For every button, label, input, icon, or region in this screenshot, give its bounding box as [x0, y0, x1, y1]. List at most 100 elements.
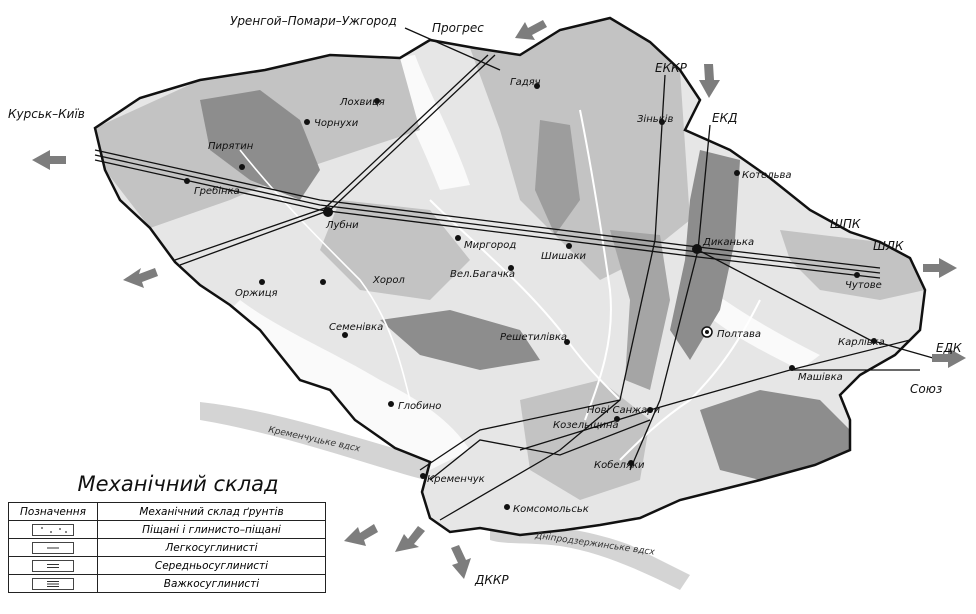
arrow-icon — [923, 258, 957, 278]
soil-zone-medium-loam — [520, 380, 650, 500]
city-label-chornukhy: Чорнухи — [314, 118, 359, 129]
city-label-kobeliaky: Кобеляки — [594, 459, 645, 471]
legend-header-symbol: Позначення — [8, 502, 98, 521]
arrow-icon — [344, 524, 378, 546]
pipeline-label-urengoy: Уренгой–Помари–Ужгород — [230, 14, 397, 28]
city-markers — [184, 83, 877, 510]
soil-zone-heavy-loam — [200, 90, 320, 200]
city-label-khorol: Хорол — [372, 275, 405, 286]
city-marker — [342, 332, 348, 338]
arrow-icon — [932, 348, 966, 368]
city-marker — [304, 119, 310, 125]
city-marker — [508, 265, 514, 271]
city-label-myrhorod: Миргород — [464, 240, 516, 251]
city-label-komsomolsk: Комсомольськ — [513, 504, 589, 515]
arrow-icon — [515, 20, 547, 40]
legend-row: Середньосуглинисті — [8, 556, 326, 575]
city-label-reshetylivka: Решетилівка — [500, 331, 567, 343]
pipeline-label-shpk: ШПК — [830, 217, 861, 231]
city-marker — [566, 243, 572, 249]
city-marker — [659, 119, 665, 125]
dots-icon — [32, 523, 74, 536]
legend-header-row: Позначення Механічний склад ґрунтів — [8, 502, 326, 521]
soil-zone-sandy — [690, 290, 820, 370]
city-label-hlobyne: Глобино — [398, 400, 441, 412]
flow-arrows — [32, 20, 966, 579]
city-label-kotelva: Котельва — [742, 170, 792, 181]
city-label-mashivka: Машівка — [798, 371, 843, 383]
city-marker — [534, 83, 540, 89]
soil-zone-medium-loam — [470, 18, 690, 280]
soil-zone-heavy-loam — [380, 310, 540, 370]
legend: Механічний склад Позначення Механічний с… — [8, 472, 328, 593]
soil-zone-heavy-loam — [670, 150, 740, 360]
city-label-novi-sanzhary: Нові Санжари — [587, 404, 661, 416]
double-dash-icon — [32, 559, 74, 572]
single-dash-icon — [32, 541, 74, 554]
city-marker — [564, 339, 570, 345]
pipeline-label-dkkr: ДККР — [474, 573, 509, 587]
city-marker — [259, 279, 265, 285]
pipeline-label-edk: ЕДК — [936, 341, 962, 355]
pipeline-label-ekd: ЕКД — [712, 111, 737, 125]
legend-header-description: Механічний склад ґрунтів — [97, 502, 326, 521]
legend-row-label: Піщані і глинисто–піщані — [97, 520, 326, 539]
city-marker — [734, 170, 740, 176]
legend-row: Піщані і глинисто–піщані — [8, 520, 326, 539]
river — [239, 149, 411, 401]
city-marker — [239, 164, 245, 170]
city-label-lokhvytsia: Лохвиця — [339, 97, 385, 108]
city-label-vel-bahachka: Вел.Багачка — [450, 269, 515, 280]
city-label-hadiach: Гадяч — [510, 77, 541, 88]
arrow-icon — [123, 268, 158, 288]
legend-table: Позначення Механічний склад ґрунтів Піща… — [8, 502, 326, 593]
city-marker — [705, 330, 709, 334]
arrow-icon — [451, 545, 471, 579]
river — [429, 199, 621, 401]
region-border — [93, 16, 927, 537]
city-marker — [388, 401, 394, 407]
city-label-karlivka: Карлівка — [838, 336, 885, 348]
river — [619, 299, 761, 461]
legend-row-label: Важкосуглинисті — [97, 574, 326, 593]
city-label-pyriatyn: Пирятин — [208, 141, 254, 152]
city-label-dykanka: Диканька — [702, 237, 754, 248]
city-label-hrebinka: Гребінка — [194, 185, 240, 197]
city-label-zinkiv: Зіньків — [637, 113, 673, 125]
city-marker — [614, 416, 620, 422]
legend-row-label: Середньосуглинисті — [97, 556, 326, 575]
city-label-kozelshchyna: Козельщина — [553, 420, 619, 431]
city-marker — [420, 473, 426, 479]
legend-row: Важкосуглинисті — [8, 574, 326, 593]
arrow-icon — [699, 64, 720, 98]
city-marker — [320, 279, 326, 285]
pipeline-label-shlk: ШЛК — [873, 239, 904, 253]
city-label-orzhytsia: Оржиця — [235, 288, 278, 299]
city-marker — [647, 407, 653, 413]
city-marker — [628, 460, 634, 466]
soil-zone-sandy — [230, 300, 470, 470]
triple-dash-icon — [32, 577, 74, 590]
city-marker — [374, 98, 380, 104]
city-marker — [871, 338, 877, 344]
dnipro-reservoir — [490, 524, 690, 590]
legend-title: Механічний склад — [77, 472, 279, 496]
pipelines — [94, 27, 941, 521]
pipeline-label-progres: Прогрес — [432, 21, 484, 35]
pipeline-label-ekkr: ЕККР — [655, 61, 688, 75]
city-marker — [455, 235, 461, 241]
city-label-chutove: Чутове — [845, 280, 882, 291]
city-marker — [692, 244, 702, 254]
city-marker — [184, 178, 190, 184]
legend-row-label: Легкосуглинисті — [97, 538, 326, 557]
city-marker — [854, 272, 860, 278]
city-label-semenivka: Семенівка — [329, 321, 383, 333]
arrow-icon — [395, 526, 425, 552]
pipeline-label-soyuz: Союз — [910, 382, 942, 396]
city-marker — [789, 365, 795, 371]
soil-zone-heavy-loam — [535, 120, 580, 235]
city-label-lubny: Лубни — [325, 219, 359, 231]
city-label-poltava: Полтава — [717, 329, 761, 340]
legend-row: Легкосуглинисті — [8, 538, 326, 557]
